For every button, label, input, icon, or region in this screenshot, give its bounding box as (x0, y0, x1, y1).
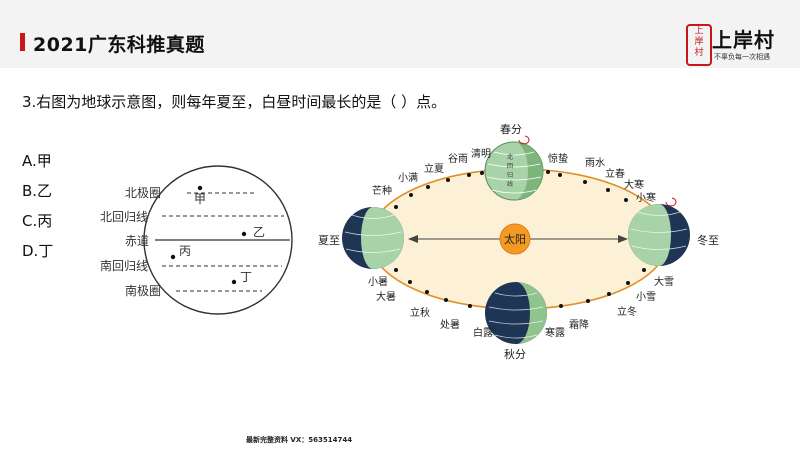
term-lixia: 立夏 (424, 162, 444, 175)
logo-slogan: 不辜负每一次相遇 (714, 53, 770, 61)
term-qingming: 清明 (471, 147, 491, 160)
option-a: A.甲 (22, 152, 52, 170)
spring-globe-label-3: 归 (507, 171, 513, 179)
term-yushui: 雨水 (585, 157, 605, 169)
spring-globe-label-1: 北 (507, 153, 513, 161)
term-chushu: 处暑 (440, 319, 460, 331)
term-hanlu: 寒露 (545, 326, 565, 339)
label-point-ding: 丁 (240, 270, 252, 284)
sun-label: 太阳 (504, 233, 526, 246)
question-text: 3.右图为地球示意图，则每年夏至，白昼时间最长的是（ ）点。 (22, 93, 447, 111)
label-winter-solstice: 冬至 (697, 233, 719, 247)
footer-contact: 最新完整资料 VX：563514744 (246, 436, 353, 444)
term-bailu: 白露 (473, 326, 493, 339)
label-autumn-equinox: 秋分 (504, 347, 526, 361)
label-point-bing: 丙 (179, 244, 191, 258)
logo-seal-char-3: 村 (694, 48, 704, 58)
autumn-equinox-globe (485, 282, 547, 344)
label-tropic-cancer: 北回归线 (100, 210, 148, 224)
term-xiaoman: 小满 (398, 172, 418, 184)
label-tropic-capricorn: 南回归线 (100, 258, 148, 273)
label-point-jia: 甲 (194, 192, 206, 206)
label-spring-equinox: 春分 (500, 123, 522, 136)
point-yi (241, 231, 247, 237)
term-lichun: 立春 (605, 167, 625, 180)
spring-equinox-globe: 北 回 归 线 (484, 141, 544, 201)
term-xiaoxue: 小雪 (636, 291, 656, 303)
term-dahan: 大寒 (624, 178, 644, 191)
arrow-right-icon (618, 235, 628, 243)
page-title: 2021广东科推真题 (33, 34, 205, 56)
header-bar (0, 0, 800, 68)
term-daxue: 大雪 (654, 275, 674, 288)
globe-circle (143, 165, 293, 315)
label-point-yi: 乙 (253, 225, 265, 239)
title-accent-bar (20, 33, 25, 51)
logo-name: 上岸村 (712, 28, 775, 52)
logo-seal-char-2: 岸 (694, 37, 704, 47)
answer-options: A.甲 B.乙 C.丙 D.丁 (22, 146, 53, 266)
solar-term-dots (394, 170, 646, 308)
label-summer-solstice: 夏至 (318, 234, 340, 247)
term-guyu: 谷雨 (448, 153, 468, 165)
term-dashu: 大暑 (376, 290, 396, 303)
logo-seal-char-1: 上 (694, 26, 704, 36)
point-bing (170, 254, 176, 260)
summer-solstice-globe (342, 207, 404, 269)
point-ding (231, 279, 237, 285)
winter-solstice-globe (628, 204, 690, 266)
term-xiaohan: 小寒 (636, 191, 656, 204)
term-jingzhe: 惊蛰 (548, 152, 568, 165)
term-shuangjiang: 霜降 (569, 318, 589, 331)
option-d: D.丁 (22, 242, 54, 260)
sun-icon (499, 223, 531, 255)
label-equator: 赤道 (125, 234, 149, 248)
option-c: C.丙 (22, 212, 53, 230)
point-jia (197, 185, 203, 191)
term-xiaoshu: 小暑 (368, 276, 388, 288)
term-liqiu: 立秋 (410, 306, 430, 319)
rotation-arrow-spring-icon (518, 135, 530, 145)
arrow-left-icon (408, 235, 418, 243)
label-antarctic-circle: 南极圈 (125, 283, 161, 298)
spring-globe-label-2: 回 (507, 163, 513, 170)
term-mangzhong: 芒种 (372, 184, 392, 197)
spring-globe-label-4: 线 (507, 180, 513, 188)
term-lidong: 立冬 (617, 305, 637, 318)
label-arctic-circle: 北极圈 (125, 186, 161, 200)
rotation-arrow-winter-icon (665, 197, 677, 207)
logo-seal-icon: 上 岸 村 (686, 24, 712, 66)
option-b: B.乙 (22, 182, 53, 200)
